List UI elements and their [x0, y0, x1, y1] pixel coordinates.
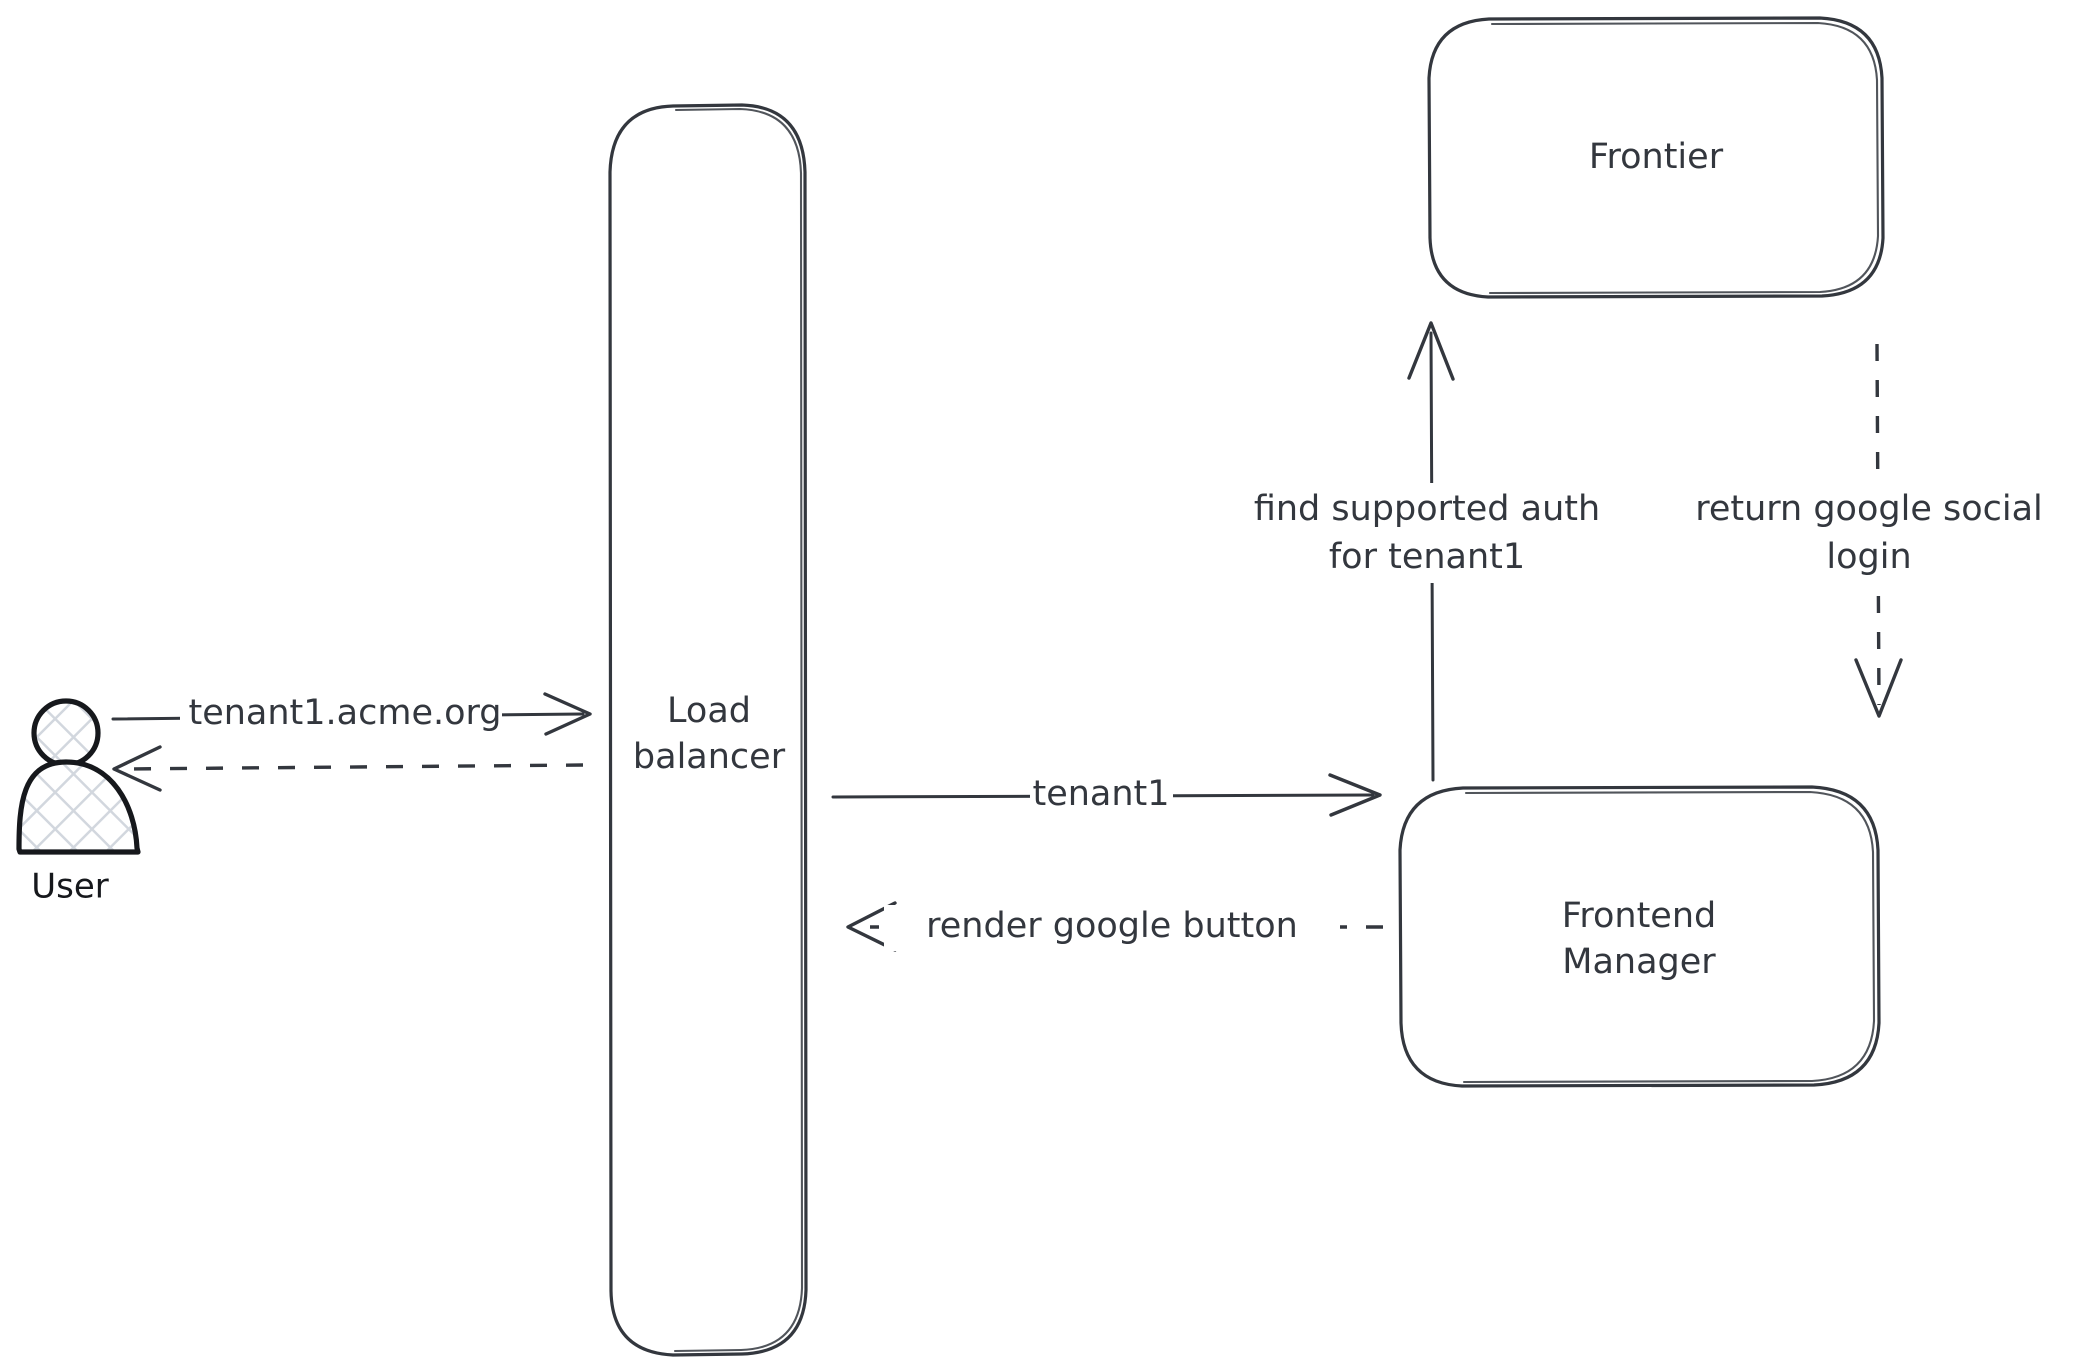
- edge-load-balancer-to-user[interactable]: [112, 745, 584, 792]
- edge-frontend-manager-to-frontier-label-line1: find supported auth: [1254, 489, 1600, 529]
- edge-user-to-load-balancer-label: tenant1.acme.org: [188, 693, 501, 733]
- edge-frontend-manager-to-frontier-label-line2: for tenant1: [1329, 537, 1525, 577]
- node-frontend-manager-label-line2: Manager: [1562, 942, 1716, 982]
- edge-frontend-manager-to-load-balancer[interactable]: render google button: [846, 901, 1383, 952]
- user-actor-label: User: [31, 867, 109, 907]
- user-actor-icon[interactable]: [16, 698, 141, 855]
- node-frontend-manager[interactable]: Frontend Manager: [1398, 785, 1881, 1088]
- edge-frontend-manager-to-load-balancer-label: render google button: [926, 906, 1298, 946]
- edge-frontier-to-frontend-manager-label-line2: login: [1826, 537, 1911, 577]
- node-frontier-label: Frontier: [1589, 137, 1724, 177]
- node-frontier[interactable]: Frontier: [1427, 16, 1885, 299]
- edge-frontier-to-frontend-manager[interactable]: return google social login: [1664, 343, 2074, 718]
- edge-load-balancer-to-frontend-manager-label: tenant1: [1032, 774, 1169, 814]
- node-frontend-manager-label-line1: Frontend: [1562, 896, 1716, 936]
- edge-load-balancer-to-frontend-manager[interactable]: tenant1: [831, 773, 1382, 818]
- node-load-balancer-label-line2: balancer: [633, 737, 786, 777]
- edge-user-to-load-balancer[interactable]: tenant1.acme.org: [111, 692, 592, 737]
- node-load-balancer[interactable]: Load balancer: [608, 103, 808, 1357]
- edge-frontier-to-frontend-manager-label-line1: return google social: [1695, 489, 2043, 529]
- node-load-balancer-label-line1: Load: [667, 691, 751, 731]
- edge-frontend-manager-to-frontier[interactable]: find supported auth for tenant1: [1224, 321, 1629, 782]
